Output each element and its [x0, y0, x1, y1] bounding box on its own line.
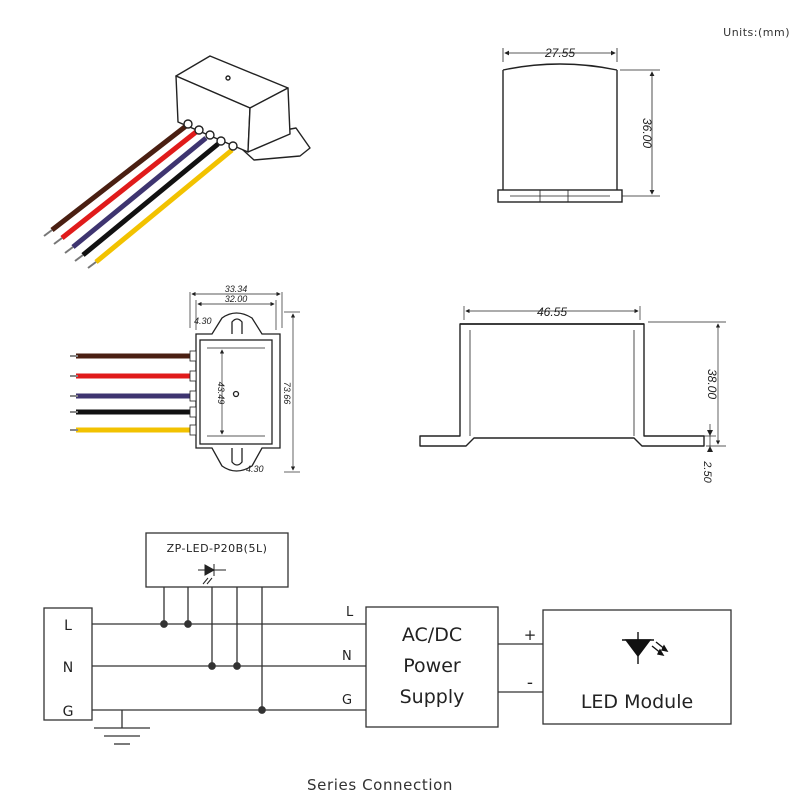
iso-wire-tip: [74, 254, 84, 262]
power-supply-line1: AC/DC: [402, 624, 462, 646]
iso-wires: [43, 124, 234, 269]
iso-box-side: [247, 87, 291, 153]
iso-wire-purple: [71, 136, 208, 249]
iso-wire-brown: [50, 124, 188, 232]
terminal-N: N: [63, 660, 73, 676]
iso-grommet: [194, 125, 204, 135]
top-body-length-label: 43.49: [216, 382, 226, 405]
side-height-label: 38.00: [705, 369, 719, 399]
junction-dot: [160, 620, 168, 628]
iso-wire-red: [60, 130, 198, 240]
top-view-slot-bottom: [231, 448, 243, 466]
terminal-block: [43, 607, 93, 721]
power-supply-line2: Power: [403, 655, 461, 677]
circuit-diagram: [43, 532, 732, 745]
top-tab-label: 4.30: [194, 316, 212, 326]
side-flange-label: 2.50: [701, 460, 713, 483]
device-box: [145, 532, 289, 588]
iso-wire-tip: [53, 237, 63, 245]
junction-dot: [258, 706, 266, 714]
caption: Series Connection: [307, 776, 453, 794]
iso-grommet: [205, 130, 215, 140]
iso-wire-tip: [43, 229, 53, 237]
junction-dot: [208, 662, 216, 670]
top-total-length-label: 73.66: [282, 382, 292, 405]
iso-wire-tip: [87, 261, 97, 269]
power-supply-line3: Supply: [400, 686, 465, 708]
top-view-indicator: [232, 390, 240, 398]
line-label-L: L: [346, 605, 354, 620]
line-label-G: G: [342, 693, 352, 708]
iso-wire-yellow: [94, 148, 234, 264]
iso-grommet: [216, 136, 226, 146]
power-supply-box: [365, 606, 499, 728]
side-view: [419, 306, 726, 452]
line-label-N: N: [342, 649, 352, 664]
plus-label: +: [524, 626, 537, 644]
isometric-product-view: [43, 55, 311, 269]
terminal-G: G: [63, 704, 74, 720]
top-tab-bottom-label: 4.30: [246, 464, 264, 474]
front-width-label: 27.55: [544, 46, 575, 60]
iso-grommet: [183, 119, 193, 129]
top-inner-width-label: 32.00: [225, 294, 248, 304]
units-label: Units:(mm): [723, 26, 790, 39]
led-module-label: LED Module: [581, 691, 693, 713]
front-view-body: [502, 63, 618, 190]
device-label: ZP-LED-P20B(5L): [167, 542, 268, 555]
led-icon: [622, 632, 669, 664]
side-view-body: [419, 323, 705, 447]
junction-dot: [233, 662, 241, 670]
iso-wire-tip: [64, 246, 74, 254]
front-height-label: 36.00: [640, 118, 654, 148]
side-width-label: 46.55: [537, 305, 567, 319]
top-view: [70, 291, 300, 473]
iso-indicator-dot: [225, 75, 231, 81]
top-view-slot-top: [231, 318, 243, 334]
top-outer-width-label: 33.34: [225, 284, 248, 294]
iso-wire-black: [81, 142, 220, 257]
minus-label: -: [527, 673, 533, 693]
led-module-box: [542, 609, 732, 725]
junction-dot: [184, 620, 192, 628]
iso-grommet: [228, 141, 238, 151]
front-view: [497, 48, 660, 203]
terminal-L: L: [64, 618, 72, 634]
device-diode-icon: [198, 564, 226, 585]
